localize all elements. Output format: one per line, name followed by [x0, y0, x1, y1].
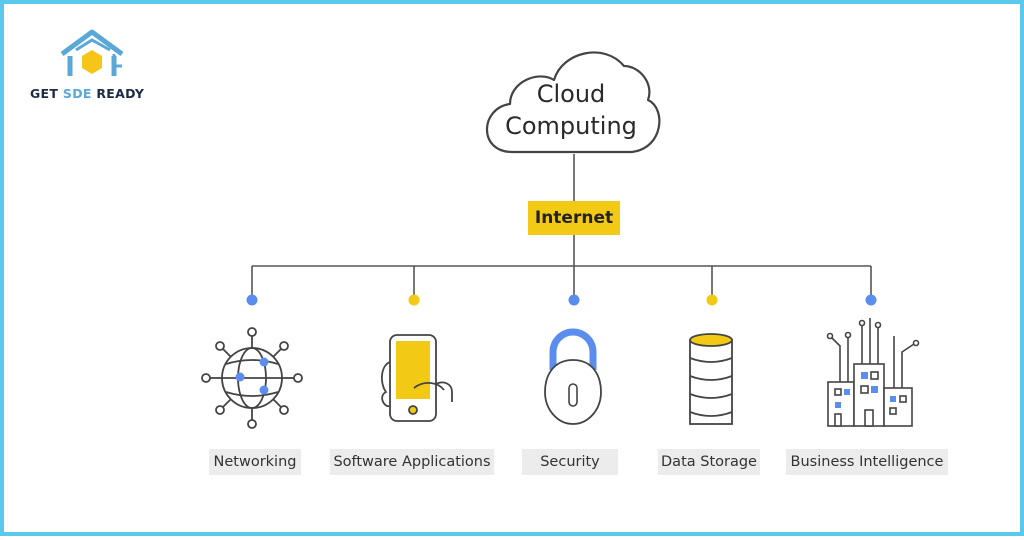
node-label-text: Data Storage — [661, 454, 757, 470]
network-globe-icon — [201, 327, 303, 429]
node-label-text: Networking — [213, 454, 297, 470]
node-dot-business-intelligence — [865, 294, 877, 306]
diagram-canvas — [201, 51, 920, 429]
hub-node: Internet — [528, 201, 620, 235]
node-dot-security — [568, 294, 580, 306]
house-cap-icon — [60, 29, 124, 76]
node-label-software-applications: Software Applications — [330, 449, 494, 475]
smartphone-hand-icon — [381, 334, 453, 422]
node-dot-software-applications — [408, 294, 420, 306]
root-node-line2: Computing — [505, 112, 637, 140]
logo-text: GET SDE READY — [30, 86, 145, 101]
database-icon — [689, 333, 733, 425]
logo: GET SDE READY — [30, 26, 160, 106]
node-dot-networking — [246, 294, 258, 306]
padlock-icon — [544, 328, 602, 425]
node-label-security: Security — [522, 449, 618, 475]
root-node-label: Cloud Computing — [488, 78, 654, 142]
node-label-text: Software Applications — [333, 454, 491, 470]
hub-node-label: Internet — [534, 208, 614, 228]
cloud-icon — [486, 51, 661, 154]
root-node-line1: Cloud — [536, 80, 606, 108]
city-data-icon — [826, 318, 920, 427]
node-label-networking: Networking — [209, 449, 301, 475]
node-label-business-intelligence: Business Intelligence — [786, 449, 948, 475]
node-label-text: Security — [540, 454, 600, 470]
node-dot-data-storage — [706, 294, 718, 306]
connector-lines — [251, 154, 872, 296]
node-label-data-storage: Data Storage — [658, 449, 760, 475]
node-label-text: Business Intelligence — [790, 454, 944, 470]
